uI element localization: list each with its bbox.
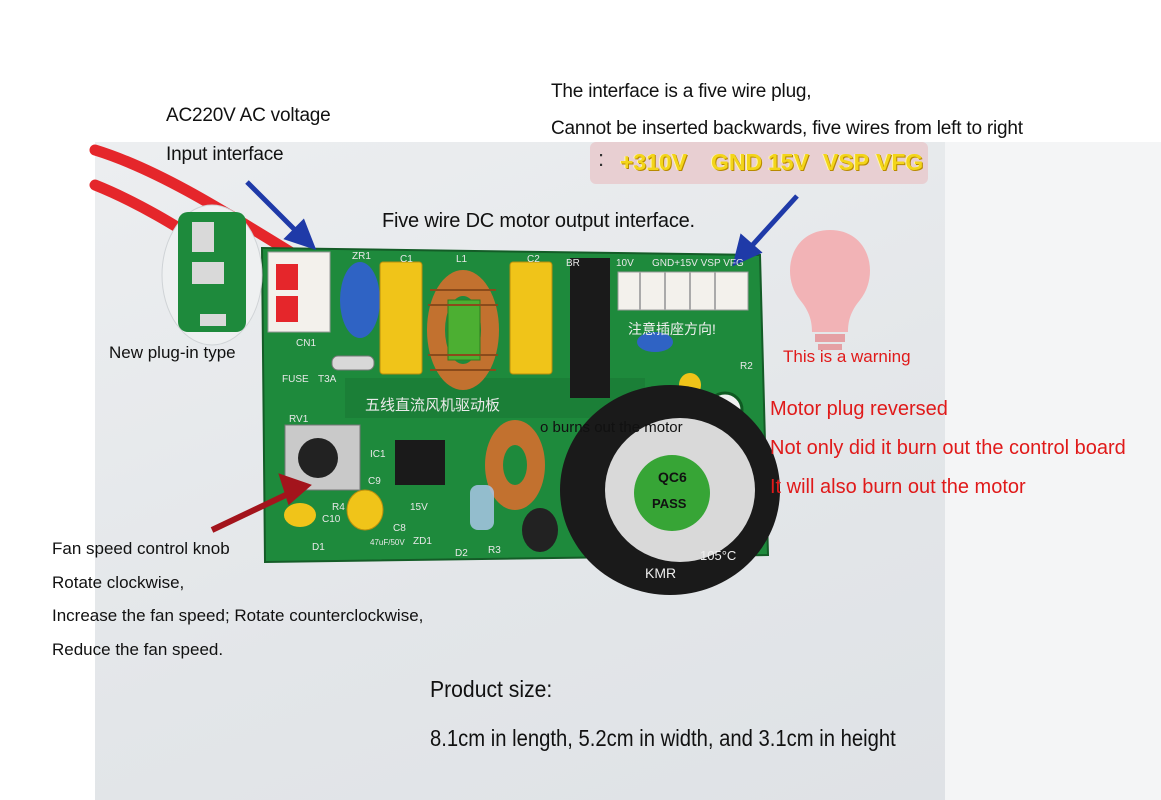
small-capacitor-blue (637, 332, 673, 352)
mark-15v: 15V (410, 502, 428, 513)
label-warning-2: Not only did it burn out the control boa… (770, 437, 1126, 459)
mark-chinese-title: 五线直流风机驱动板 (365, 396, 500, 414)
label-size-value: 8.1cm in length, 5.2cm in width, and 3.1… (430, 725, 896, 751)
label-input-interface: Input interface (166, 144, 284, 165)
wire-label-310v: +310V (620, 149, 688, 175)
arrow-input (245, 180, 317, 251)
wire-order-banner: +310V GND 15V VSP VFG (590, 142, 928, 184)
label-plug-line2: Cannot be inserted backwards, five wires… (551, 118, 1023, 139)
photo-margin-strip (945, 142, 1161, 800)
label-ac-voltage: AC220V AC voltage (166, 105, 331, 126)
capacitor-c2 (509, 261, 553, 375)
wire-label-vfg: VFG (876, 149, 924, 175)
label-new-plugin: New plug-in type (109, 343, 236, 362)
label-plug-line1: The interface is a five wire plug, (551, 81, 812, 102)
label-motor-output: Five wire DC motor output interface. (382, 210, 695, 232)
arrow-output (732, 194, 799, 267)
warning-bulb-icon (790, 230, 870, 332)
diode-d1 (284, 503, 316, 527)
mark-r2: R2 (740, 361, 753, 372)
label-burns-out-overlay: o burns out the motor (540, 419, 683, 436)
mark-cap-pass: PASS (652, 496, 687, 511)
wire-label-gnd: GND (711, 149, 763, 175)
mark-zd1: ZD1 (413, 536, 432, 547)
mark-c1: C1 (400, 254, 413, 265)
label-warning-bulb: This is a warning (783, 347, 911, 366)
capacitor-c1 (379, 261, 423, 375)
mark-cn1: CN1 (296, 338, 316, 349)
mark-zr1: ZR1 (352, 251, 371, 262)
label-knob-4: Reduce the fan speed. (52, 640, 224, 659)
wire-label-vsp: VSP (823, 149, 870, 175)
mark-c9: C9 (368, 476, 381, 487)
mark-r4: R4 (332, 502, 345, 513)
input-wire-upper (89, 144, 306, 264)
label-knob-1: Fan speed control knob (52, 539, 230, 558)
mark-cap-brand: KMR (645, 565, 676, 581)
wire-label-15v: 15V (768, 149, 809, 175)
label-knob-2: Rotate clockwise, (52, 573, 185, 592)
label-warning-3: It will also burn out the motor (770, 476, 1026, 498)
mark-ic1: IC1 (370, 449, 386, 460)
motor-output-connector (617, 271, 749, 311)
electrolytic-small (522, 508, 558, 552)
label-knob-3: Increase the fan speed; Rotate countercl… (52, 606, 424, 625)
label-warning-1: Motor plug reversed (770, 398, 948, 420)
varistor-zr1 (340, 262, 380, 338)
mark-d1: D1 (312, 542, 325, 553)
mark-connector-header: GND+15V VSP VFG (652, 258, 744, 269)
fuse-glass (331, 355, 375, 371)
mark-rv1: RV1 (289, 414, 309, 425)
electrolytic-c9 (346, 489, 384, 531)
mark-warning-cn: 注意插座方向! (628, 321, 716, 337)
bridge-rectifier (570, 258, 610, 398)
mark-cap-rating: 47uF/50V (370, 538, 405, 547)
mark-cap-qc6: QC6 (658, 469, 687, 485)
mark-br: BR (566, 258, 580, 269)
mark-c10: C10 (322, 514, 341, 525)
wire-order-colon: : (598, 146, 605, 171)
mark-r3: R3 (488, 545, 501, 556)
mark-cap-temp: 105°C (700, 548, 736, 563)
glass-diode (470, 485, 494, 530)
mark-c2: C2 (527, 254, 540, 265)
arrow-knob (210, 473, 312, 533)
mark-fuse: FUSE (282, 374, 309, 385)
label-size-title: Product size: (430, 676, 553, 702)
mark-d2: D2 (455, 548, 468, 559)
mark-c8: C8 (393, 523, 406, 534)
mark-10v: 10V (616, 258, 634, 269)
ic1-chip (395, 440, 445, 485)
mark-t3a: T3A (318, 374, 337, 385)
mark-l1: L1 (456, 254, 468, 265)
